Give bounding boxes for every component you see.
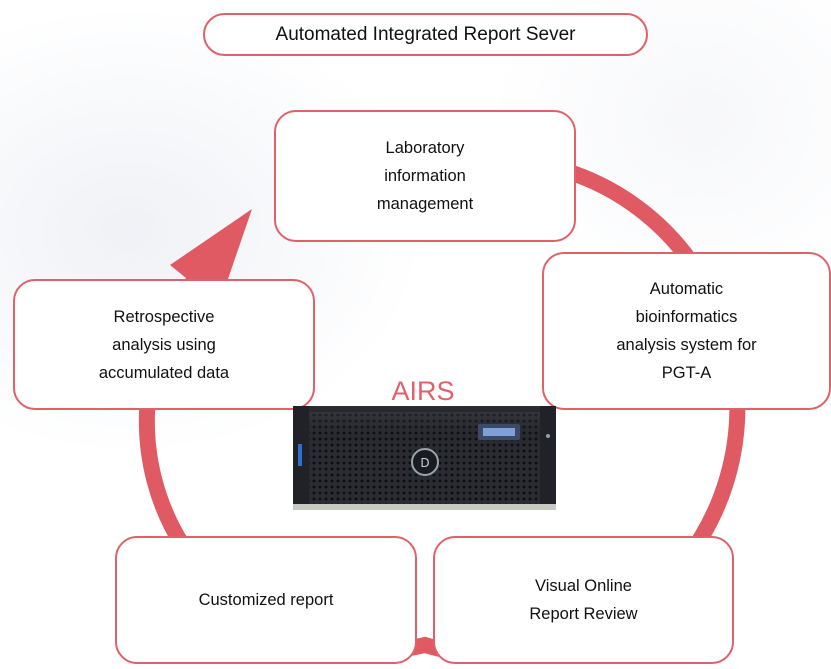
node-bioinfo: Automatic bioinformatics analysis system… [542,252,831,410]
svg-text:D: D [420,456,429,470]
server-rack-icon: D [293,406,556,510]
node-custom: Customized report [115,536,417,664]
center-label: AIRS [391,376,455,406]
node-review-text: Visual Online Report Review [529,577,638,623]
node-retro: Retrospective analysis using accumulated… [13,279,315,410]
node-lims: Laboratory information management [274,110,576,242]
title-text: Automated Integrated Report Sever [275,23,576,45]
node-lims-text: Laboratory information management [376,139,474,213]
node-review: Visual Online Report Review [433,536,734,664]
node-custom-text: Customized report [198,591,334,609]
title-pill: Automated Integrated Report Sever [203,13,648,56]
server-image: D [293,406,556,510]
node-bioinfo-text: Automatic bioinformatics analysis system… [616,280,757,382]
node-retro-text: Retrospective analysis using accumulated… [98,307,230,382]
